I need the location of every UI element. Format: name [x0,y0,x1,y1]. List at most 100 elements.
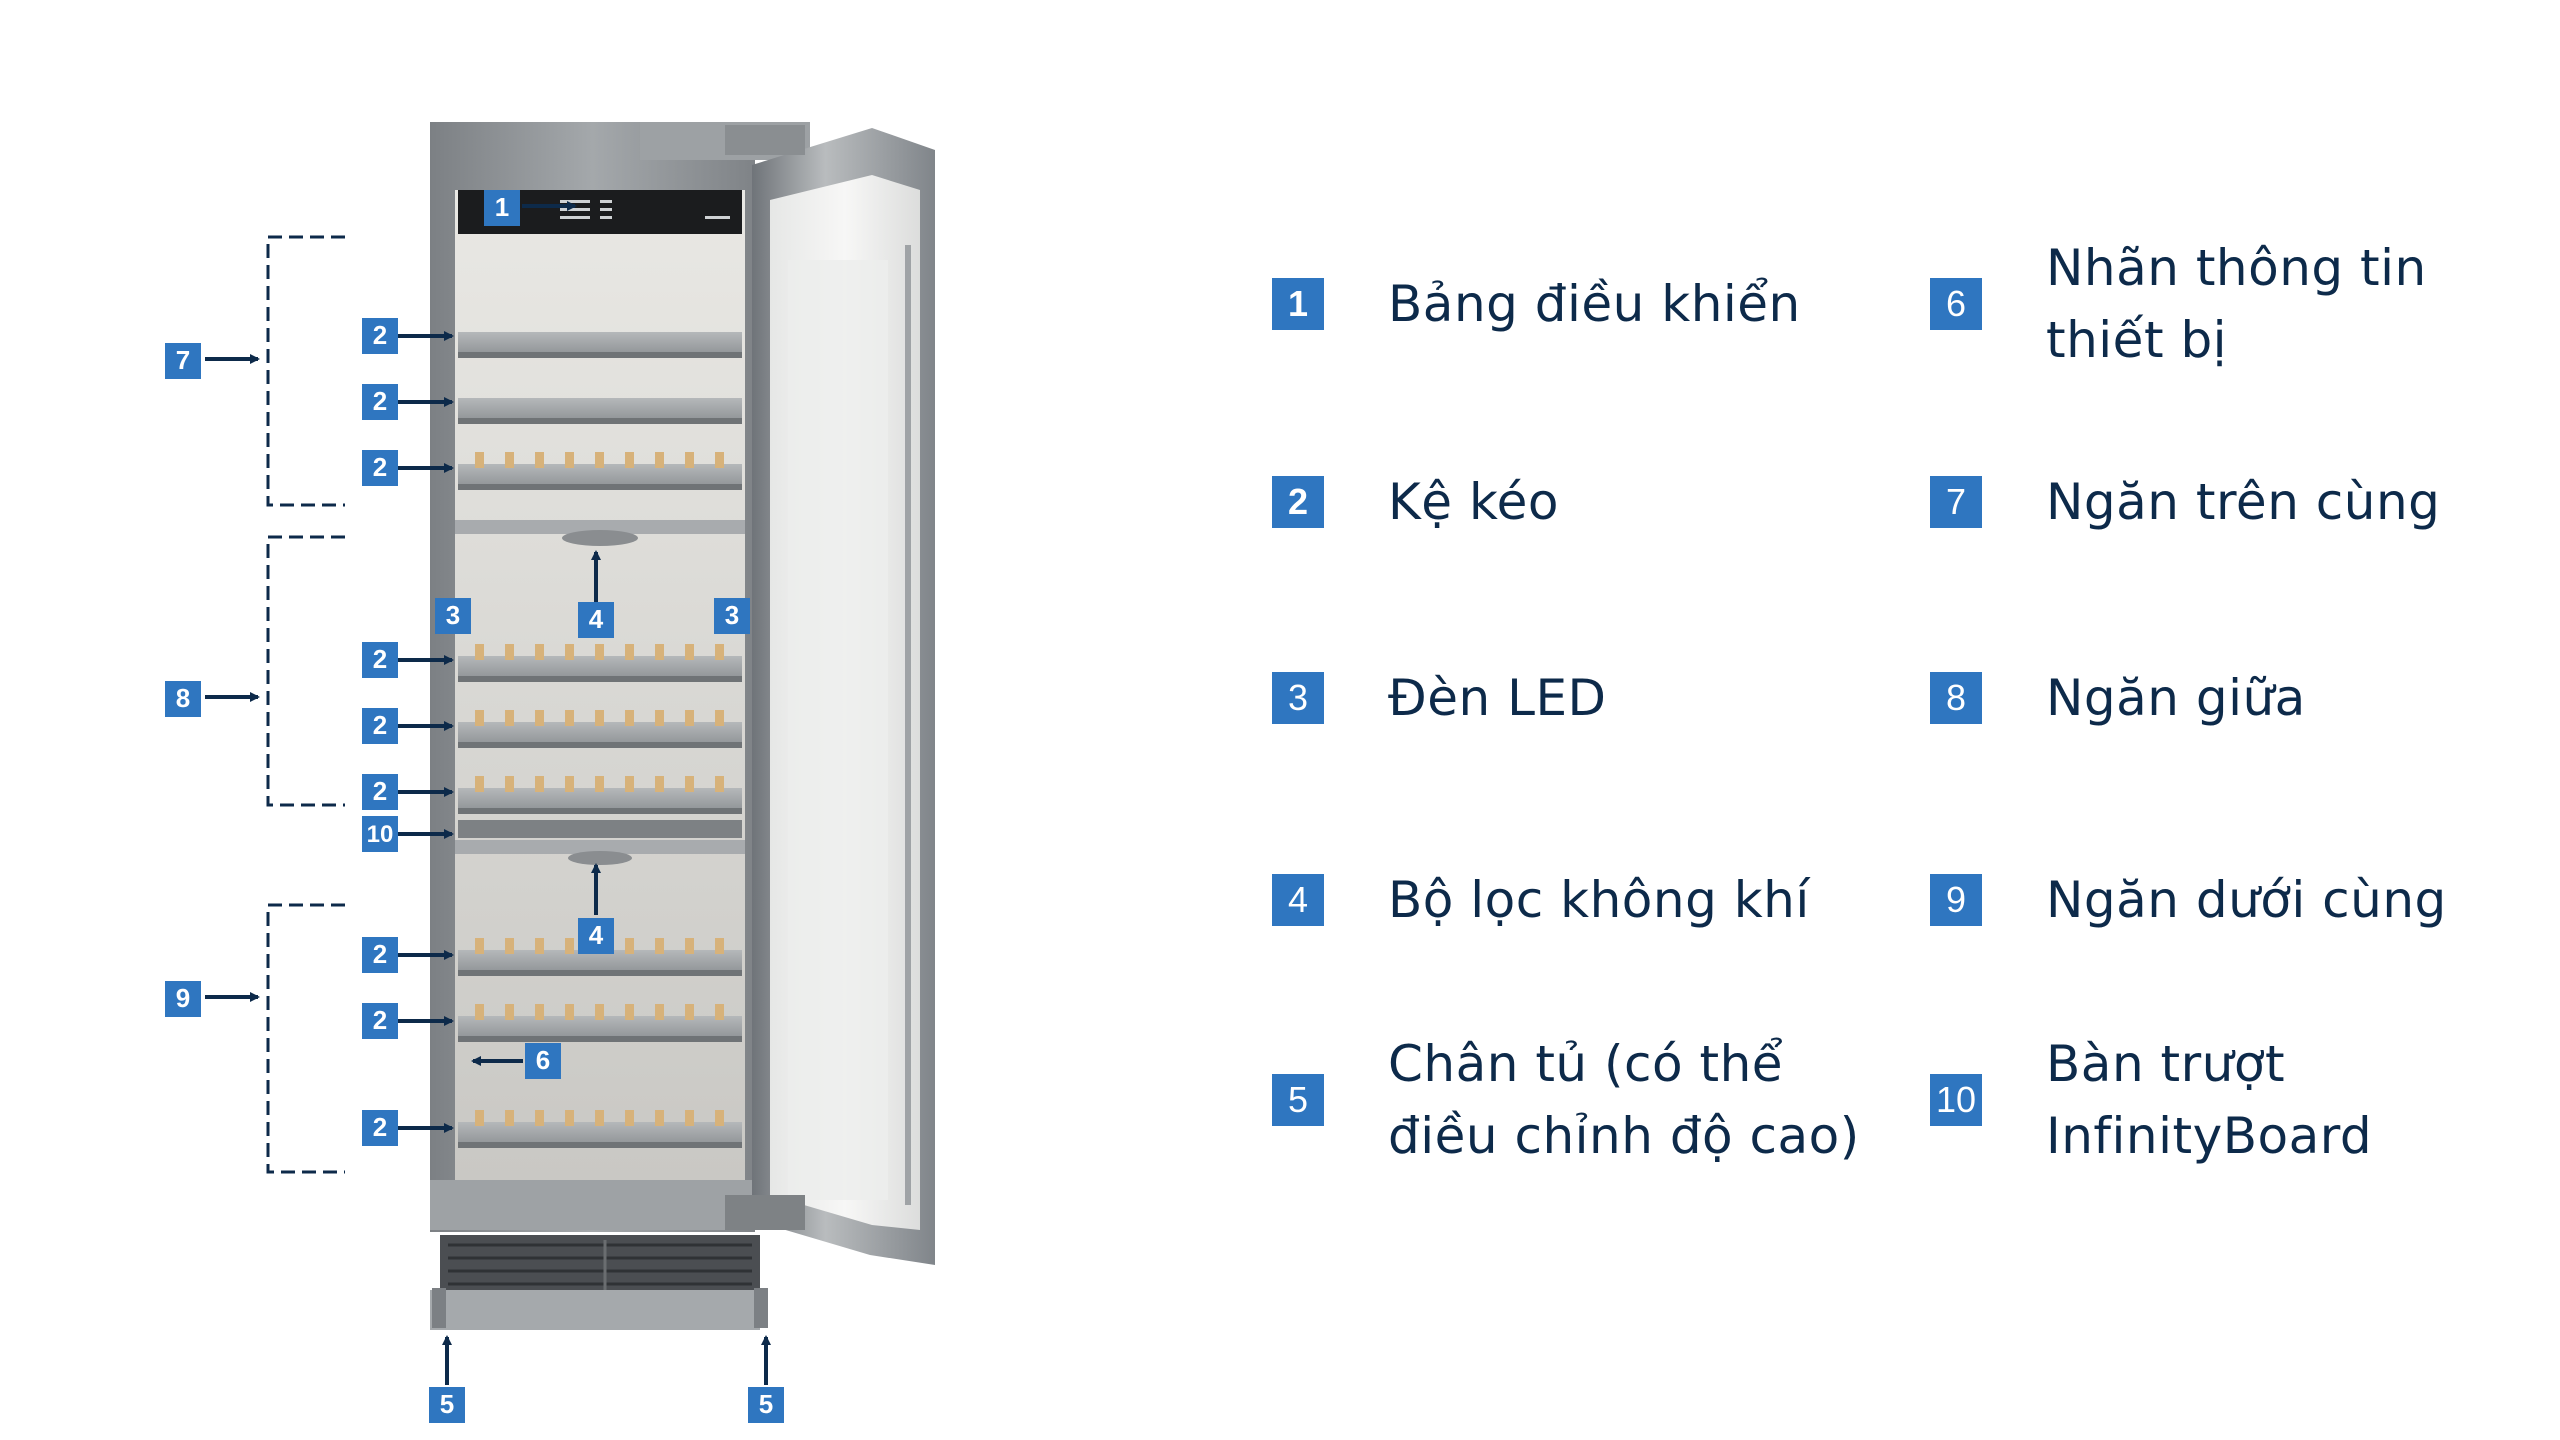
wood-slat [625,1110,634,1126]
wood-slat [685,644,694,660]
wood-slat [565,710,574,726]
wood-slat [625,776,634,792]
wood-slat [535,776,544,792]
wood-slat [655,644,664,660]
wood-slat [475,452,484,468]
wood-slat [565,938,574,954]
callout-4: 4 [578,602,614,638]
callout-3-right: 3 [714,598,750,634]
infinityboard [458,820,742,838]
wood-slat [715,1110,724,1126]
svg-text:2: 2 [373,710,387,740]
callout-arrows [205,201,771,1385]
legend-badge-5: 5 [1272,1074,1324,1126]
foot-left [432,1288,446,1328]
wood-slat [505,710,514,726]
callout-3-left: 3 [435,598,471,634]
callout-8: 8 [165,681,201,717]
legend-label-6-line2: thiết bị [2046,311,2228,369]
callout-2: 2 [362,774,398,810]
wood-slat [475,1004,484,1020]
compartment-brackets [266,235,345,1174]
svg-text:2: 2 [373,386,387,416]
wood-slat [535,452,544,468]
wood-slat [685,938,694,954]
wood-slat [715,452,724,468]
wood-slat [535,938,544,954]
wood-slat [505,776,514,792]
callout-2: 2 [362,1003,398,1039]
callout-9: 9 [165,981,201,1017]
legend-label-8: Ngăn giữa [2046,669,2306,727]
svg-text:2: 2 [373,1112,387,1142]
wood-slat [655,452,664,468]
callout-2: 2 [362,450,398,486]
bracket-middle-compartment [266,535,345,807]
pullout-shelf [458,776,742,814]
callout-7: 7 [165,343,201,379]
wood-slat [475,776,484,792]
svg-text:10: 10 [367,821,394,848]
wood-slat [595,1110,604,1126]
wood-slat [625,938,634,954]
wood-slat [475,1110,484,1126]
legend-badge-10: 10 [1930,1074,1982,1126]
svg-text:2: 2 [373,1005,387,1035]
wood-slat [625,644,634,660]
svg-text:5: 5 [759,1389,773,1419]
pullout-shelf [458,1004,742,1042]
legend-label-3: Đèn LED [1388,669,1607,727]
wood-slat [595,644,604,660]
legend-badge-2: 2 [1272,476,1324,528]
svg-text:2: 2 [373,939,387,969]
svg-text:5: 5 [440,1389,454,1419]
wood-slat [475,644,484,660]
callout-2: 2 [362,937,398,973]
legend-badge-7: 7 [1930,476,1982,528]
wood-slat [595,452,604,468]
svg-text:9: 9 [176,983,190,1013]
callout-badges: 1 7 8 9 2 2 2 2 2 2 10 2 2 2 3 3 4 4 6 5… [165,190,784,1423]
wood-slat [715,938,724,954]
wood-slat [505,1110,514,1126]
wood-slat [625,452,634,468]
callout-5-right: 5 [748,1387,784,1423]
wood-slat [505,452,514,468]
legend-label-10-line2: InfinityBoard [2046,1107,2373,1165]
wood-slat [595,1004,604,1020]
svg-text:2: 2 [373,776,387,806]
wood-slat [535,1004,544,1020]
svg-text:3: 3 [446,600,460,630]
legend-label-4: Bộ lọc không khí [1388,871,1810,929]
wood-slat [535,644,544,660]
wood-slat [565,1004,574,1020]
legend-label-5: Chân tủ (có thể [1388,1035,1784,1093]
bracket-top-compartment [266,235,345,507]
legend-label-10: Bàn trượt [2046,1035,2286,1093]
shelves-group [458,332,742,1148]
callout-2: 2 [362,1110,398,1146]
wood-slat [625,710,634,726]
legend-label-1: Bảng điều khiển [1388,275,1801,333]
svg-text:6: 6 [536,1045,550,1075]
callout-4: 4 [578,918,614,954]
wood-slat [505,644,514,660]
legend-badge-9: 9 [1930,874,1982,926]
wood-slat [655,938,664,954]
svg-text:7: 7 [176,345,190,375]
legend-badge-4: 4 [1272,874,1324,926]
svg-text:2: 2 [373,644,387,674]
callout-10: 10 [362,816,398,852]
pullout-shelf [458,452,742,490]
foot-right [754,1288,768,1328]
svg-text:4: 4 [589,604,604,634]
wood-slat [715,1004,724,1020]
wood-slat [685,452,694,468]
svg-text:1: 1 [495,192,509,222]
wood-slat [685,776,694,792]
legend-label-9: Ngăn dưới cùng [2046,871,2447,929]
wood-slat [715,710,724,726]
legend-badge-8: 8 [1930,672,1982,724]
air-filter-lower [568,851,632,865]
